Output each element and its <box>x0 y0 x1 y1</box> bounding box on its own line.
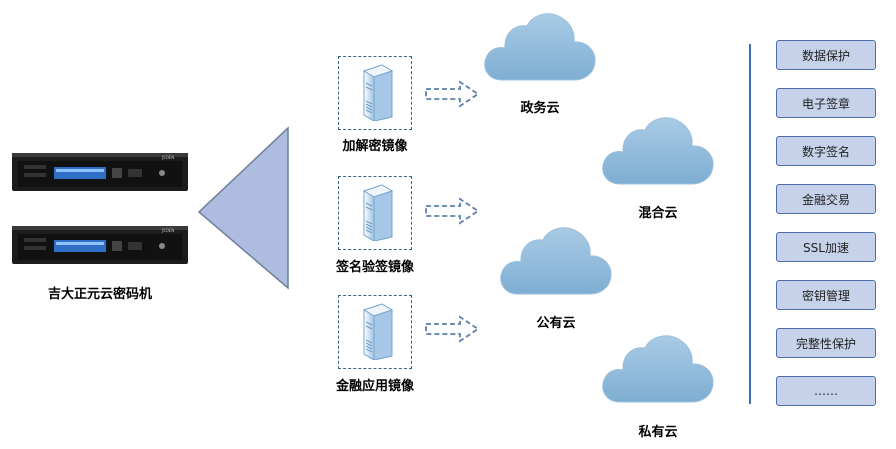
crypto-device-top <box>12 151 188 193</box>
cloud-icon-hybrid <box>598 112 718 192</box>
server-icon <box>356 63 396 121</box>
service-integrity-protection: 完整性保护 <box>776 328 876 358</box>
cloud-label-public: 公有云 <box>536 316 576 331</box>
dashed-arrow-3 <box>424 315 480 343</box>
dashed-arrow-1 <box>424 80 480 108</box>
mirror-label-encrypt: 加解密镜像 <box>342 139 408 154</box>
mirror-box-encrypt <box>338 56 412 130</box>
distribution-triangle <box>197 126 289 290</box>
cloud-icon-private <box>598 330 718 410</box>
service-key-management: 密钥管理 <box>776 280 876 310</box>
server-icon <box>356 302 396 360</box>
cloud-icon-government <box>480 8 600 88</box>
service-financial-transaction: 金融交易 <box>776 184 876 214</box>
server-icon <box>356 183 396 241</box>
cloud-label-private: 私有云 <box>638 425 678 440</box>
device-label: 吉大正元云密码机 <box>47 287 152 302</box>
cloud-icon-public <box>496 222 616 302</box>
mirror-box-sign <box>338 176 412 250</box>
mirror-label-finance: 金融应用镜像 <box>335 379 414 394</box>
vertical-divider <box>749 44 751 404</box>
crypto-device-bottom <box>12 224 188 266</box>
mirror-box-finance <box>338 295 412 369</box>
service-electronic-seal: 电子签章 <box>776 88 876 118</box>
mirror-label-sign: 签名验签镜像 <box>335 260 414 275</box>
service-ssl-acceleration: SSL加速 <box>776 232 876 262</box>
service-digital-signature: 数字签名 <box>776 136 876 166</box>
service-more: …… <box>776 376 876 406</box>
service-data-protection: 数据保护 <box>776 40 876 70</box>
cloud-label-hybrid: 混合云 <box>638 206 678 221</box>
cloud-label-government: 政务云 <box>520 101 560 116</box>
dashed-arrow-2 <box>424 197 480 225</box>
